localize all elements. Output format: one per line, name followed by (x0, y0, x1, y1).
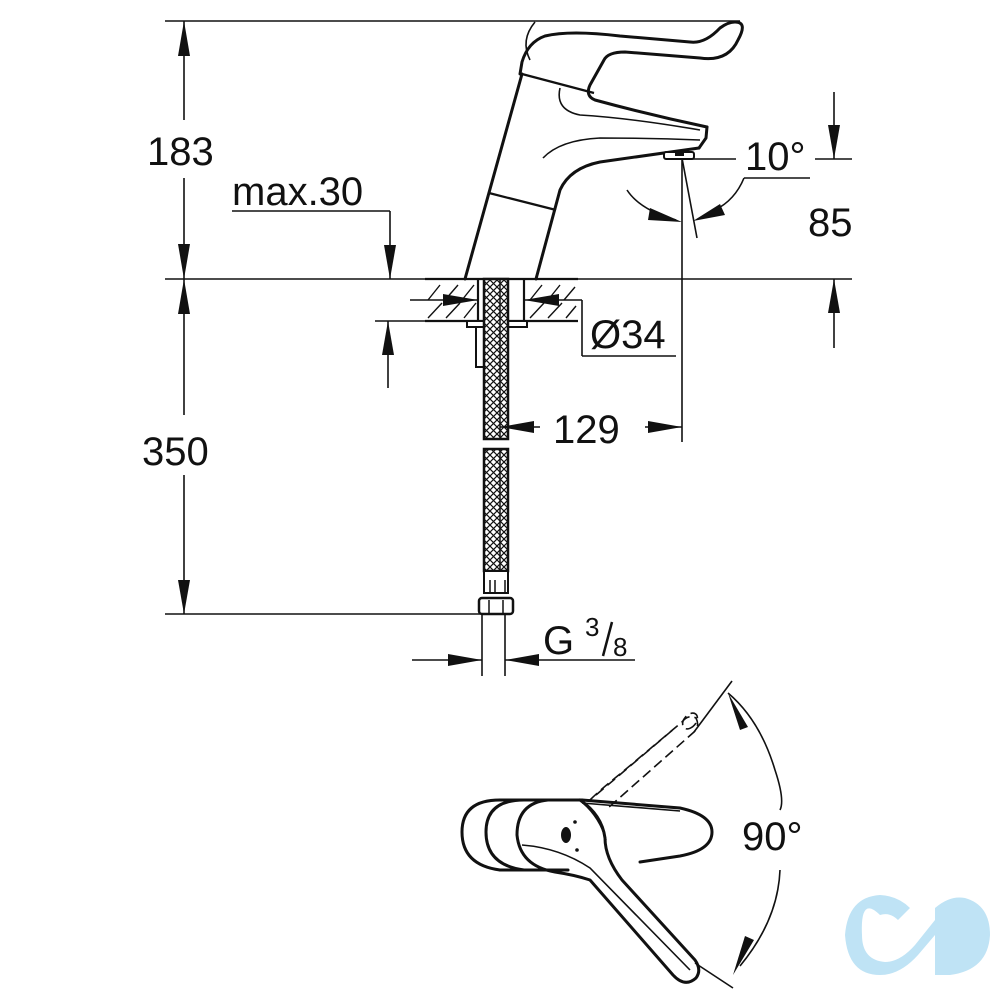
dimension-max30-label: max.30 (232, 170, 363, 214)
thread-label-g: G (543, 619, 574, 663)
dimension-spout-angle: 10° (626, 135, 810, 239)
dimension-350-label: 350 (142, 430, 209, 474)
spout-angle-label: 10° (745, 135, 806, 179)
side-elevation-view: 183 max.30 350 (142, 20, 853, 676)
dimension-diameter-label: Ø34 (590, 313, 666, 357)
top-plan-view: 90° (460, 680, 803, 989)
thread-label-denominator: 8 (613, 632, 627, 662)
dimension-350: 350 (142, 279, 209, 614)
faucet-side-body (463, 20, 744, 281)
thread-label-numerator: 3 (585, 612, 599, 642)
rotation-limit-line-lower (694, 962, 734, 989)
dimension-diameter: Ø34 (410, 294, 676, 357)
dimension-183: 183 (147, 21, 214, 279)
dimension-85: 85 (808, 92, 853, 348)
supply-hose-lower (477, 447, 515, 616)
dimension-129-label: 129 (553, 408, 620, 452)
dimension-max30: max.30 (232, 170, 470, 388)
dimension-183-label: 183 (147, 130, 214, 174)
dimension-129: 129 (500, 155, 683, 452)
rotation-limit-line-upper (693, 680, 733, 733)
supply-hose-upper (482, 277, 510, 441)
lever-rotation-label: 90° (742, 815, 803, 859)
dimension-thread: G 3 8 (412, 612, 635, 676)
dimension-85-label: 85 (808, 201, 853, 245)
brand-logo-watermark (845, 895, 990, 975)
